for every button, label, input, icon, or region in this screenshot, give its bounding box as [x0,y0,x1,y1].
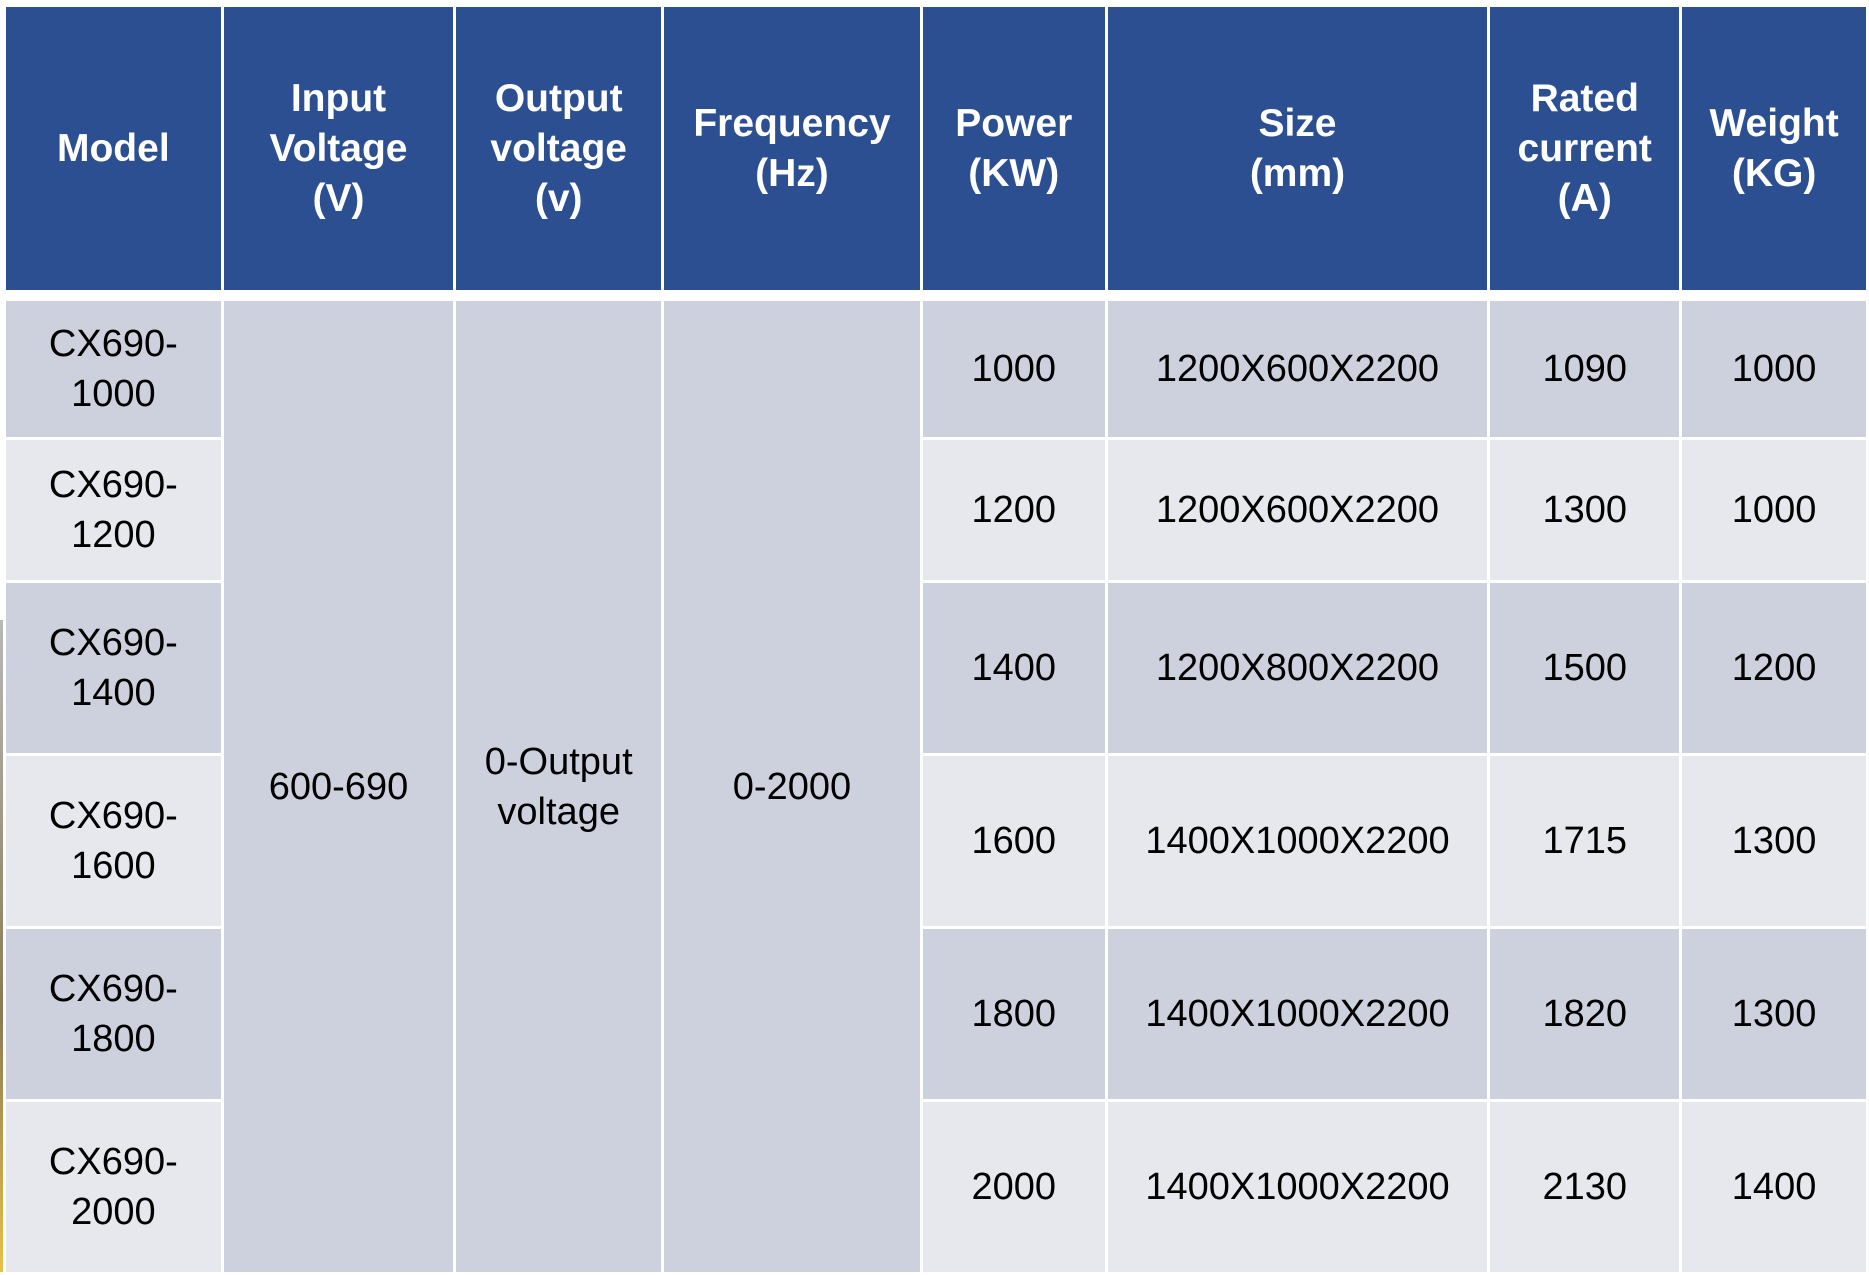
cell-output-voltage: 0-Output voltage [456,301,662,1272]
table-row: CX690- 2000 2000 1400X1000X2200 2130 140… [6,1102,1866,1272]
cell-weight: 1300 [1682,756,1866,926]
cell-size: 1400X1000X2200 [1107,1102,1488,1272]
header-row: Model Input Voltage (V) Output voltage (… [6,7,1866,290]
header-size: Size (mm) [1107,7,1488,290]
spec-table: Model Input Voltage (V) Output voltage (… [3,4,1869,1275]
cell-power: 1800 [922,929,1105,1099]
cell-size: 1200X600X2200 [1107,440,1488,580]
table-row: CX690- 1400 1400 1200X800X2200 1500 1200 [6,583,1866,753]
cell-frequency: 0-2000 [664,301,920,1272]
cell-weight: 1000 [1682,301,1866,437]
cell-rated-current: 1300 [1490,440,1680,580]
cell-size: 1200X800X2200 [1107,583,1488,753]
cell-power: 1000 [922,301,1105,437]
table-row: CX690- 1800 1800 1400X1000X2200 1820 130… [6,929,1866,1099]
slide-edge-decoration [0,620,3,1272]
cell-size: 1400X1000X2200 [1107,929,1488,1099]
cell-power: 1400 [922,583,1105,753]
header-frequency: Frequency (Hz) [664,7,920,290]
cell-size: 1200X600X2200 [1107,301,1488,437]
header-rated-current: Rated current (A) [1490,7,1680,290]
cell-model: CX690- 1000 [6,301,221,437]
cell-rated-current: 1090 [1490,301,1680,437]
cell-weight: 1400 [1682,1102,1866,1272]
cell-rated-current: 1820 [1490,929,1680,1099]
header-power: Power (KW) [922,7,1105,290]
header-model: Model [6,7,221,290]
cell-model: CX690- 1800 [6,929,221,1099]
header-input-voltage: Input Voltage (V) [223,7,454,290]
table-row: CX690- 1600 1600 1400X1000X2200 1715 130… [6,756,1866,926]
cell-rated-current: 1500 [1490,583,1680,753]
cell-weight: 1300 [1682,929,1866,1099]
cell-power: 1600 [922,756,1105,926]
cell-model: CX690- 1200 [6,440,221,580]
table-row: CX690- 1000 600-690 0-Output voltage 0-2… [6,301,1866,1272]
header-gap [6,293,1866,298]
cell-model: CX690- 1600 [6,756,221,926]
cell-model: CX690- 2000 [6,1102,221,1272]
cell-rated-current: 2130 [1490,1102,1680,1272]
cell-power: 2000 [922,1102,1105,1272]
cell-weight: 1000 [1682,440,1866,580]
cell-input-voltage: 600-690 [223,301,454,1272]
header-output-voltage: Output voltage (v) [456,7,662,290]
cell-rated-current: 1715 [1490,756,1680,926]
cell-weight: 1200 [1682,583,1866,753]
header-weight: Weight (KG) [1682,7,1866,290]
cell-model: CX690- 1400 [6,583,221,753]
cell-size: 1400X1000X2200 [1107,756,1488,926]
cell-power: 1200 [922,440,1105,580]
table-row: CX690- 1200 1200 1200X600X2200 1300 1000 [6,440,1866,580]
